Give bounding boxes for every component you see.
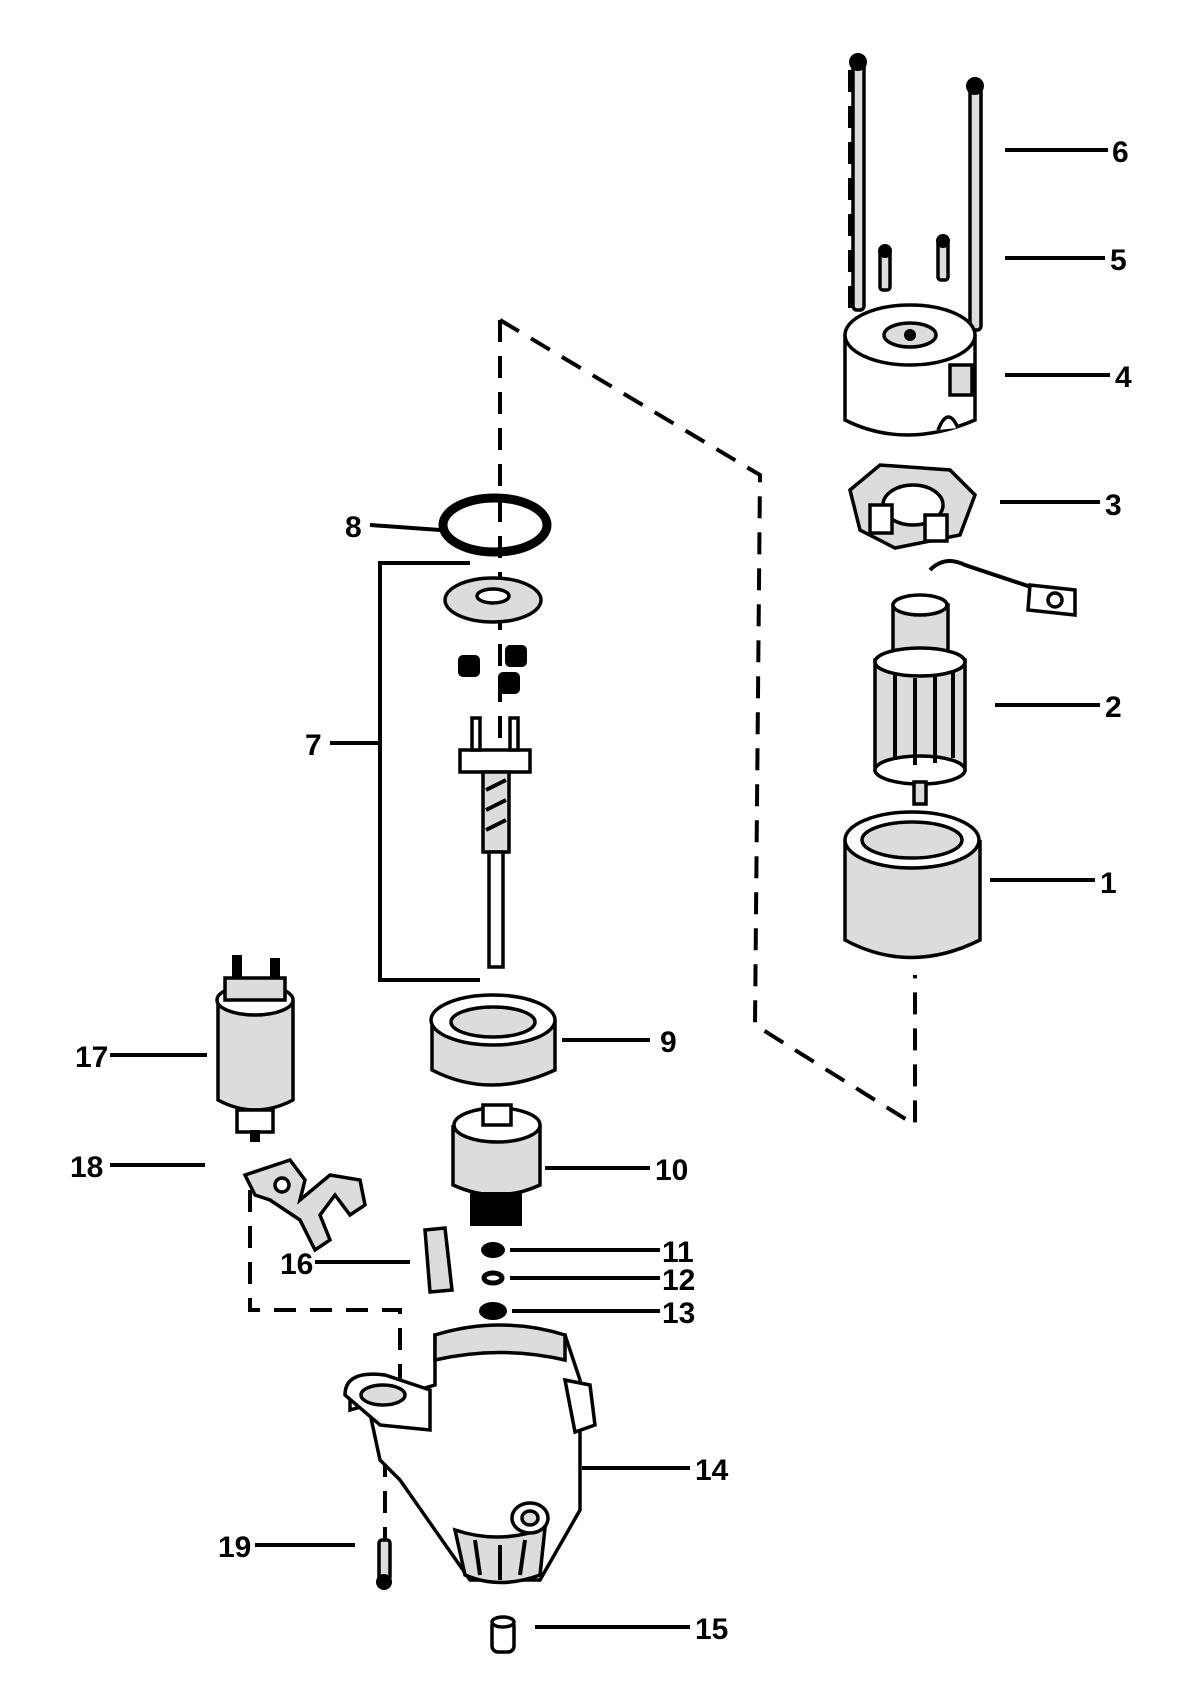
callout-5: 5 (1110, 244, 1127, 277)
part-17-solenoid (215, 955, 295, 1142)
callout-18: 18 (70, 1151, 103, 1184)
callout-19: 19 (218, 1531, 251, 1564)
callout-14: 14 (695, 1454, 729, 1487)
callout-13: 13 (662, 1297, 695, 1330)
callout-2: 2 (1105, 691, 1122, 724)
callout-12: 12 (662, 1264, 695, 1297)
part-16-seal (423, 1226, 454, 1294)
part-9-ring-gear (429, 993, 557, 1087)
callout-11: 11 (662, 1236, 694, 1269)
part-3-brush-plate (848, 463, 1077, 617)
part-11-13-washers (479, 1242, 507, 1320)
callout-10: 10 (655, 1154, 688, 1187)
callout-8: 8 (345, 511, 362, 544)
leader-lines (110, 148, 1110, 1629)
callout-17: 17 (75, 1041, 108, 1074)
callout-16: 16 (280, 1248, 313, 1281)
part-1-field-frame (843, 810, 982, 960)
part-5-screws (878, 234, 950, 292)
part-2-armature (873, 593, 967, 806)
part-4-end-cap (843, 303, 977, 437)
callout-1: 1 (1100, 867, 1117, 900)
callout-3: 3 (1105, 489, 1122, 522)
callout-6: 6 (1112, 136, 1129, 169)
part-14-drive-housing (343, 1323, 597, 1585)
part-10-drive-pinion (451, 1103, 542, 1226)
callout-7: 7 (305, 729, 322, 762)
callout-4: 4 (1115, 361, 1132, 394)
callout-9: 9 (660, 1026, 677, 1059)
part-7-gear-assembly (443, 576, 543, 969)
part-6-through-bolts (849, 53, 984, 332)
part-15-bushing (490, 1615, 516, 1654)
callout-15: 15 (695, 1613, 728, 1646)
callout-labels: 1 2 3 4 5 6 7 8 9 10 11 12 13 14 15 16 1… (70, 136, 1132, 1646)
part-18-shift-lever (242, 1157, 367, 1253)
part-19-bolt (376, 1538, 392, 1590)
part-8-o-ring (438, 493, 552, 557)
